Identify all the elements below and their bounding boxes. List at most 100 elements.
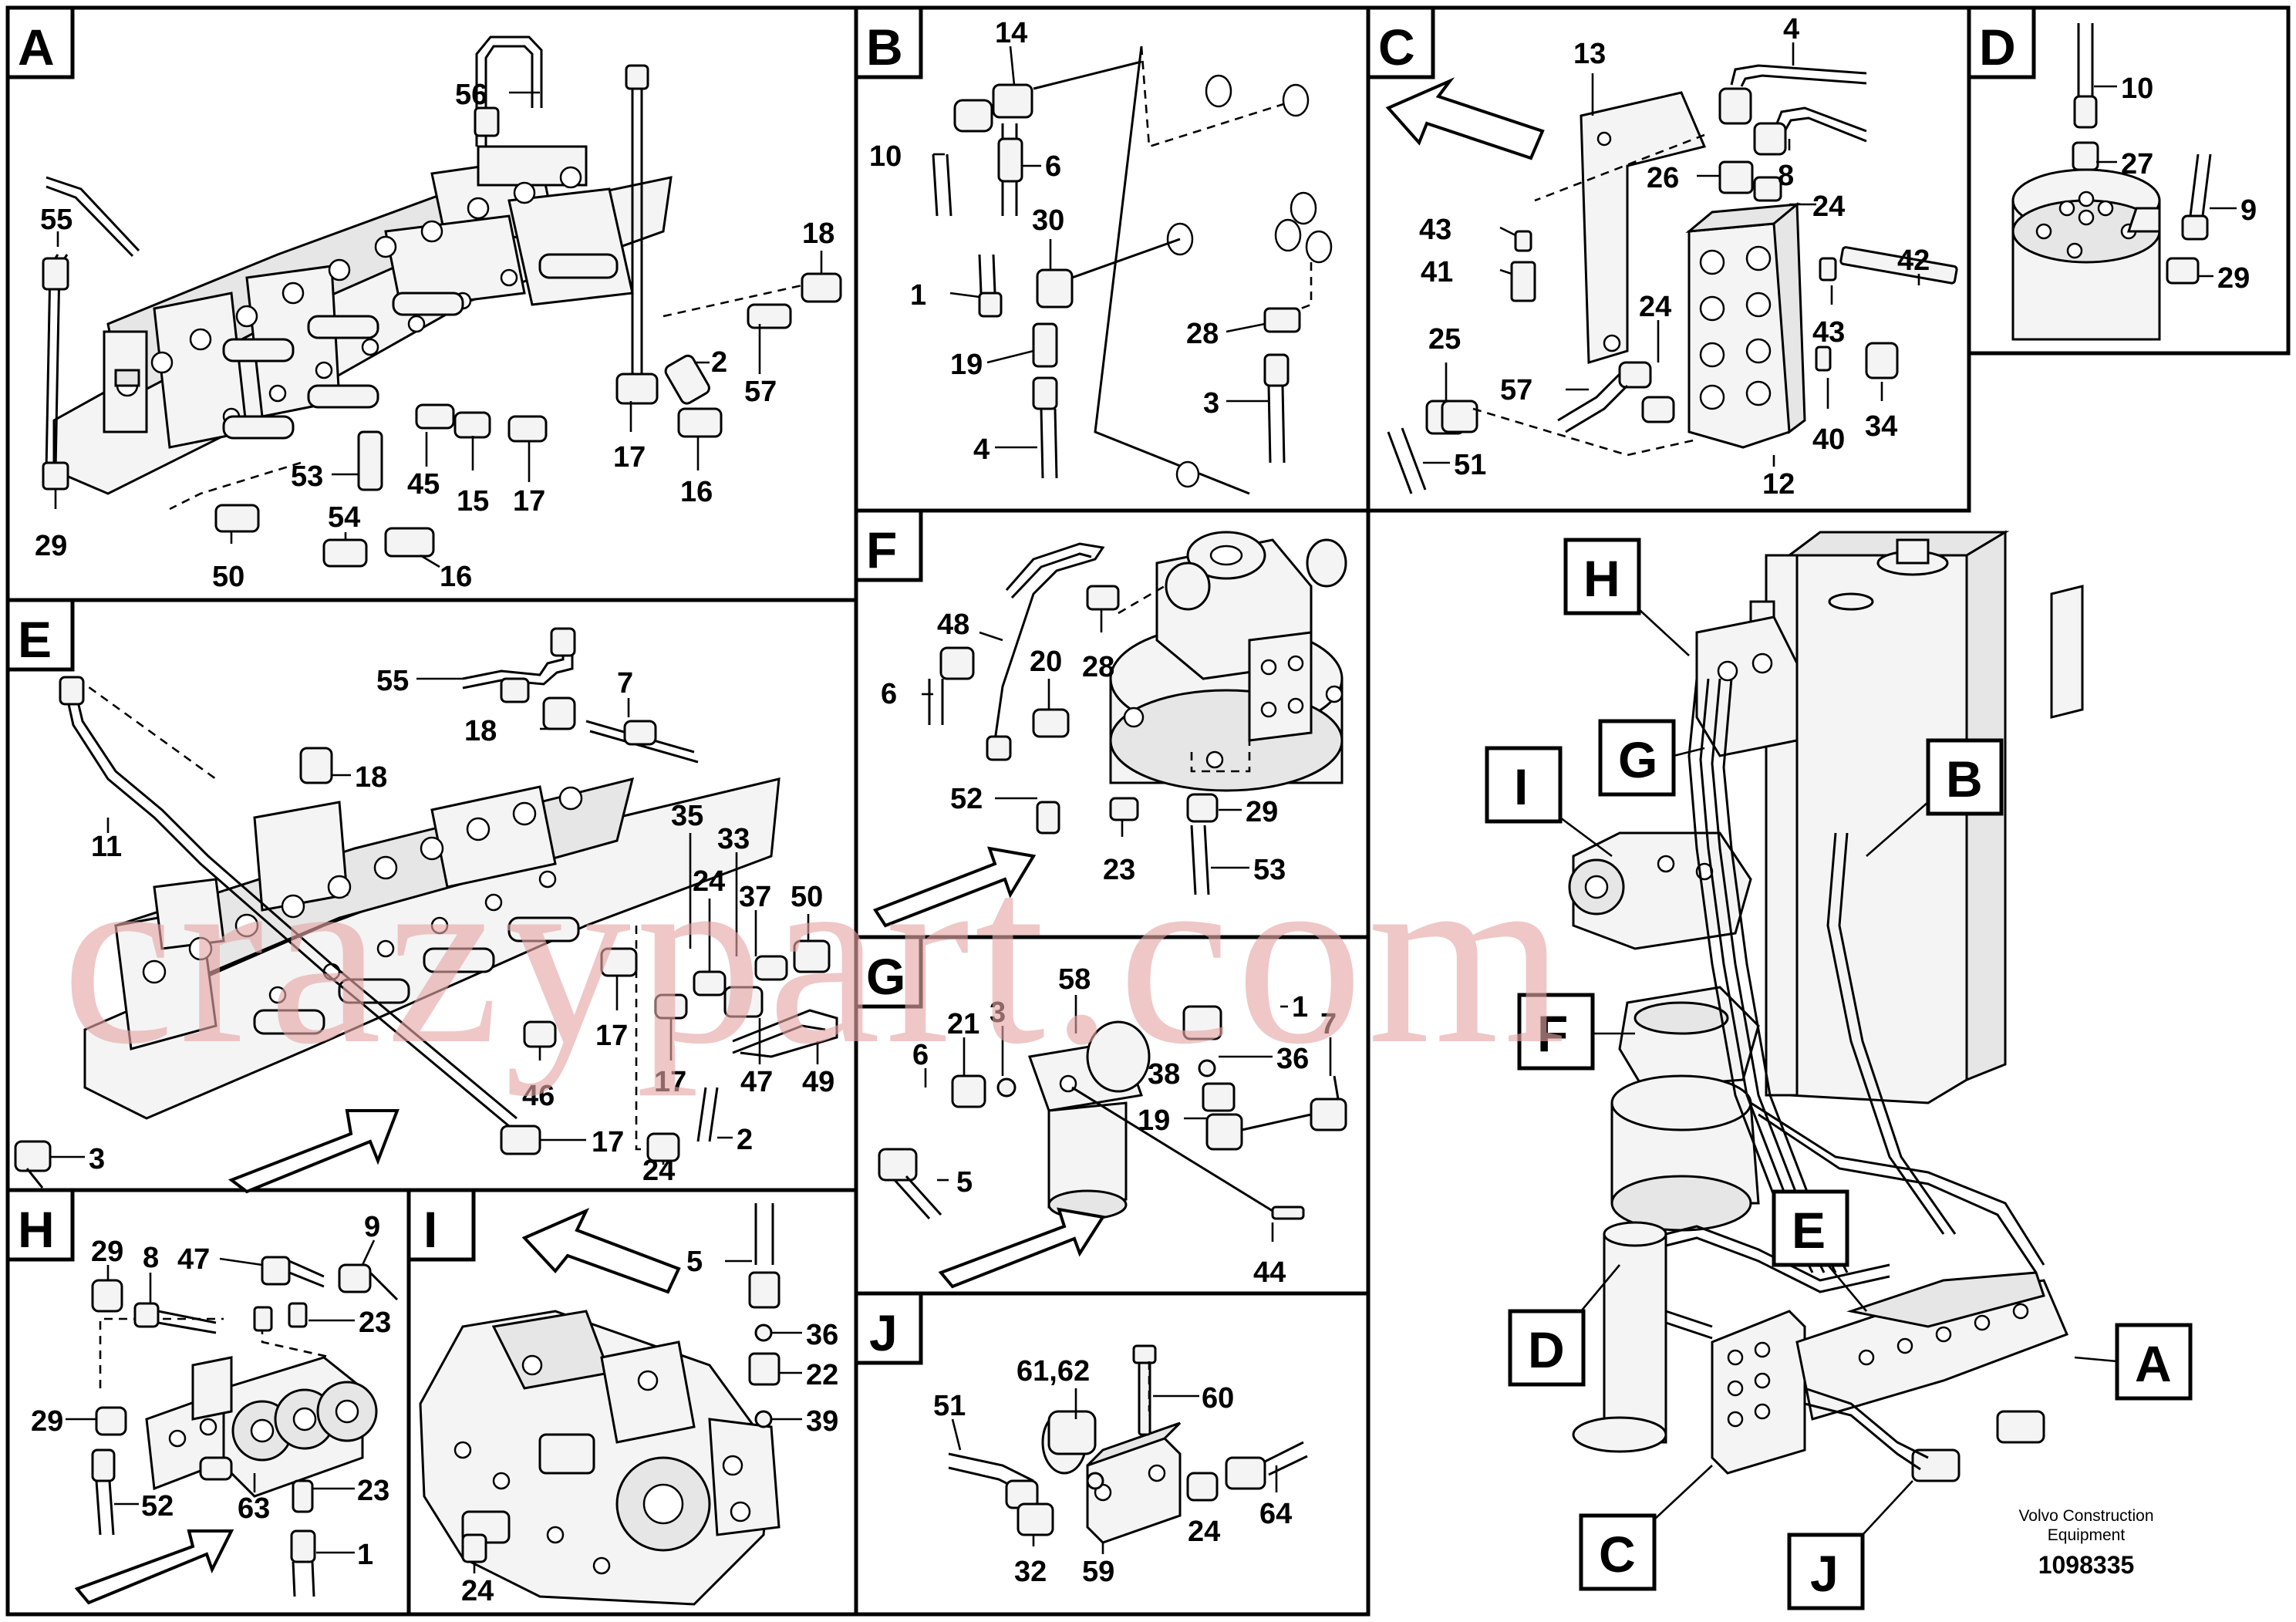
credit-line-2: Equipment [2048,1526,2126,1544]
callout-h-52: 52 [141,1490,174,1523]
callout-c-24b: 24 [1639,291,1671,323]
callout-e-7: 7 [617,667,633,700]
overview-tag-i: I [1514,758,1528,815]
callout-i-22: 22 [806,1359,838,1391]
panel-j: J 51 61,62 60 64 24 32 59 [854,1291,1308,1588]
overview-tag-c: C [1599,1526,1636,1583]
callout-i-39: 39 [806,1405,838,1438]
panel-c-tag-box [1366,5,1435,79]
callout-c-42: 42 [1897,244,1930,277]
callout-c-12: 12 [1762,468,1795,501]
callout-h-29b: 29 [31,1405,63,1438]
callout-j-51: 51 [933,1390,966,1422]
overview-tag-a-box [2115,1323,2193,1401]
panel-b-tag: B [866,19,903,76]
callout-h-1: 1 [357,1539,373,1571]
callout-c-34: 34 [1865,410,1897,443]
callout-f-6: 6 [881,678,897,710]
panel-a: A [5,5,842,593]
callout-b-30: 30 [1032,204,1064,237]
callout-d-10: 10 [2121,73,2153,105]
callout-e-37: 37 [739,881,771,913]
callout-f-52: 52 [950,783,983,815]
callout-e-55: 55 [376,665,409,697]
callout-g-58: 58 [1058,963,1091,996]
callout-g-38: 38 [1148,1058,1180,1091]
callout-j-61-62: 61,62 [1017,1355,1090,1388]
callout-g-44: 44 [1253,1256,1286,1289]
callout-c-8: 8 [1778,160,1794,192]
callout-e-49: 49 [802,1066,834,1098]
callout-g-5: 5 [956,1166,973,1199]
panel-d-tag-box [1967,5,2036,79]
overview-tag-e: E [1792,1202,1826,1259]
callout-c-43: 43 [1419,214,1451,246]
panel-j-tag-box [854,1291,923,1365]
callout-h-23: 23 [359,1307,391,1339]
overview-tag-f-box [1517,993,1595,1071]
panel-a-tag-box [5,5,75,79]
callout-h-47: 47 [177,1243,210,1276]
callout-e-47: 47 [740,1066,773,1098]
overview-tag-c-box [1579,1513,1657,1591]
callout-e-46: 46 [522,1080,555,1112]
callout-a-50: 50 [212,561,244,593]
callout-d-27: 27 [2121,148,2153,180]
panel-h-tag: H [18,1201,55,1258]
callout-a-57: 57 [744,376,777,408]
callout-j-24: 24 [1188,1516,1220,1548]
panel-d-frame [1967,5,2291,356]
callout-b-14: 14 [995,17,1027,49]
watermark-text: crazypart.com [62,815,1570,1097]
callout-b-6: 6 [1045,150,1061,183]
panel-d: D 10 27 9 29 [1967,5,2257,341]
callout-c-41: 41 [1421,256,1453,288]
callout-g-21: 21 [947,1008,979,1040]
panel-g-tag-box [854,935,923,1009]
callout-j-59: 59 [1082,1556,1114,1588]
callout-e-18: 18 [464,715,497,747]
panel-d-tag: D [1979,19,2016,76]
callout-a-2: 2 [711,346,727,379]
callout-a-17b: 17 [613,441,646,474]
panel-f-tag: F [866,521,897,578]
callout-c-24: 24 [1812,191,1845,223]
callout-e-18b: 18 [355,761,387,794]
callout-h-8: 8 [143,1242,159,1274]
overview-tag-g-box [1598,719,1676,797]
panel-e-tag: E [18,611,52,668]
callout-a-53: 53 [291,460,323,493]
callout-i-36: 36 [806,1319,838,1351]
callout-b-1: 1 [910,279,926,312]
callout-j-60: 60 [1202,1382,1234,1415]
callout-a-45: 45 [407,468,440,501]
callout-e-2: 2 [737,1124,753,1156]
callout-a-16b: 16 [440,561,472,593]
panel-b-frame [854,5,1371,513]
callout-f-23: 23 [1103,854,1135,886]
panel-j-tag: J [869,1304,898,1361]
panel-e: E [5,598,838,1194]
panel-b-tag-box [854,5,923,79]
panel-a-tag: A [18,19,55,76]
panel-j-frame [854,1291,1371,1617]
callout-e-24b: 24 [642,1155,675,1187]
callout-a-56: 56 [455,79,487,111]
panel-c: C 13 4 [1366,5,1958,501]
callout-h-23b: 23 [357,1475,389,1507]
panel-e-tag-box [5,598,75,672]
callout-g-3: 3 [990,996,1006,1029]
overview-tag-e-box [1772,1189,1849,1267]
callout-e-50: 50 [791,881,823,913]
overview-tag-f: F [1537,1005,1568,1062]
callout-d-29: 29 [2217,262,2250,295]
overview: H G I B F E D A C J [1485,530,2193,1610]
callout-c-25: 25 [1428,323,1461,356]
callout-c-4: 4 [1783,13,1799,46]
panel-f-tag-box [854,508,923,582]
overview-tag-b-box [1926,738,2004,816]
callout-a-29: 29 [35,530,67,562]
callout-f-28: 28 [1082,651,1114,683]
callout-c-26: 26 [1647,162,1679,194]
callout-i-24: 24 [461,1575,494,1607]
